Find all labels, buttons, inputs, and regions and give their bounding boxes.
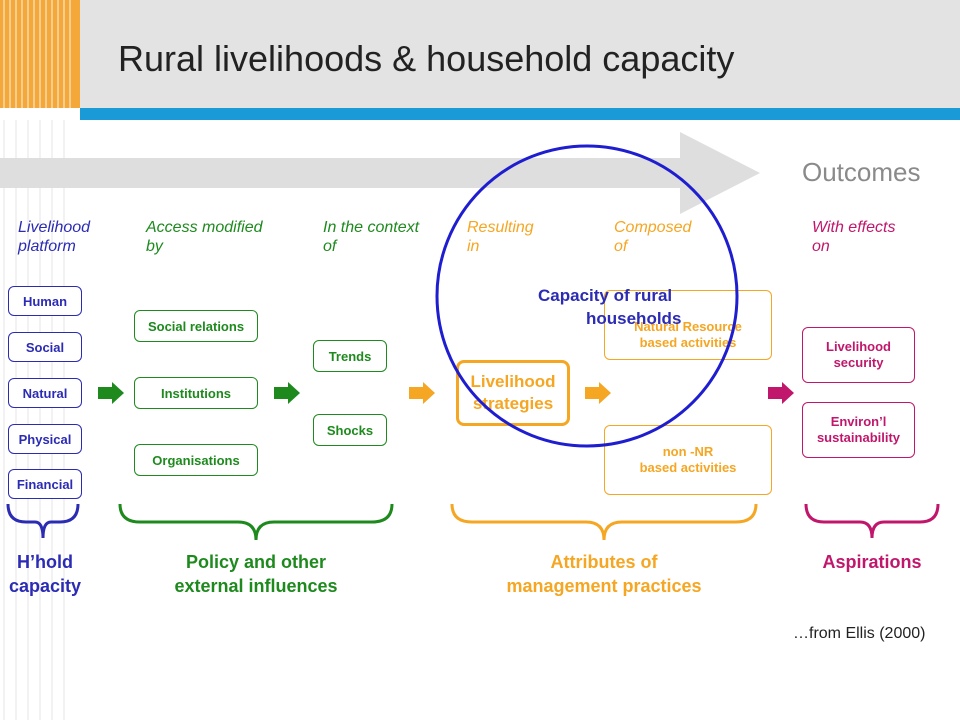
- arrow-context-to-strategies: [409, 382, 435, 404]
- activity-box-natural-resource: Natural Resource based activities: [604, 290, 772, 360]
- arrow-access-to-context: [274, 382, 300, 404]
- column-label-composed: Composed of: [614, 219, 692, 255]
- brace-aspirations: [804, 503, 940, 539]
- bottom-label-aspirations: Aspirations: [822, 552, 922, 572]
- page-title: Rural livelihoods & household capacity: [118, 38, 735, 79]
- arrow-strategies-to-activities: [585, 382, 611, 404]
- platform-box-physical: Physical: [8, 424, 82, 454]
- column-label-effects: With effects on: [812, 219, 896, 255]
- effect-box-livelihood-security: Livelihood security: [802, 327, 915, 383]
- capacity-circle: [435, 144, 739, 448]
- column-label-platform: Livelihood platform: [18, 219, 91, 255]
- activity-box-non-nr: non -NR based activities: [604, 425, 772, 495]
- capacity-circle-label: Capacity of rural households: [538, 286, 682, 328]
- outcomes-label: Outcomes: [802, 157, 921, 187]
- effect-box-environmental-sustainability: Environ’l sustainability: [802, 402, 915, 458]
- column-label-context: In the context of: [323, 219, 420, 255]
- platform-box-financial: Financial: [8, 469, 82, 499]
- brace-hold-capacity: [6, 503, 80, 539]
- context-box-trends: Trends: [313, 340, 387, 372]
- access-box-institutions: Institutions: [134, 377, 258, 409]
- arrow-platform-to-access: [98, 382, 124, 404]
- platform-box-human: Human: [8, 286, 82, 316]
- header-blue-bar: [80, 108, 960, 120]
- column-label-resulting: Resulting in: [467, 219, 534, 255]
- access-box-social-relations: Social relations: [134, 310, 258, 342]
- column-label-access: Access modified by: [146, 219, 263, 255]
- livelihood-strategies-box: Livelihood strategies: [456, 360, 570, 426]
- platform-box-social: Social: [8, 332, 82, 362]
- header-band: [0, 0, 960, 108]
- platform-box-natural: Natural: [8, 378, 82, 408]
- access-box-organisations: Organisations: [134, 444, 258, 476]
- arrow-activities-to-effects: [768, 382, 794, 404]
- bottom-label-hold-capacity: H’hold capacity: [8, 552, 82, 596]
- bottom-label-attributes: Attributes of management practices: [506, 552, 702, 596]
- flow-arrow: [0, 132, 760, 214]
- bottom-label-policy: Policy and other external influences: [174, 552, 338, 596]
- context-box-shocks: Shocks: [313, 414, 387, 446]
- brace-policy: [118, 503, 394, 541]
- source-note: …from Ellis (2000): [793, 625, 926, 642]
- braces: [6, 503, 940, 541]
- brace-attributes: [450, 503, 758, 541]
